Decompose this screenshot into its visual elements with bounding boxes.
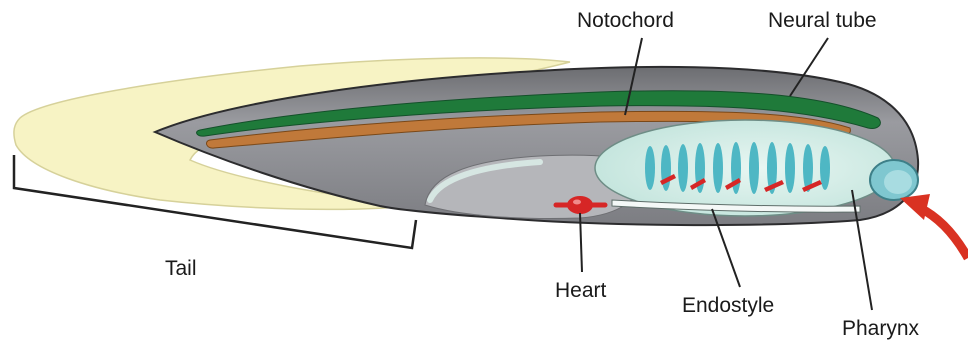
gill-slit [678, 144, 688, 192]
gill-slit [713, 143, 723, 193]
mouth-inner [884, 170, 912, 194]
gill-slit [749, 142, 759, 194]
endostyle-label: Endostyle [682, 295, 774, 316]
neural-tube-label: Neural tube [768, 10, 877, 31]
heart-label: Heart [555, 280, 606, 301]
gill-slit [645, 146, 655, 190]
tail-label: Tail [165, 258, 197, 279]
gill-slit [785, 143, 795, 193]
notochord-label: Notochord [577, 10, 674, 31]
water-flow-arrow [920, 208, 968, 258]
heart-bulb [567, 196, 593, 214]
heart-highlight [573, 200, 581, 205]
pharynx-label: Pharynx [842, 318, 919, 339]
